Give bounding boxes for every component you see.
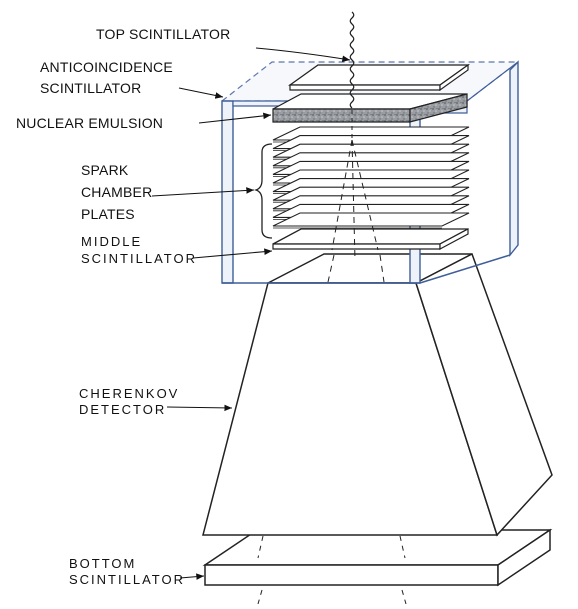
label-plates: PLATES: [81, 206, 135, 222]
label-spark: SPARK: [81, 162, 129, 178]
diagram-labels: TOP SCINTILLATOR ANTICOINCIDENCE SCINTIL…: [16, 26, 230, 587]
label-bottom-scintillator: SCINTILLATOR: [69, 572, 185, 587]
label-leaders: [151, 47, 351, 580]
label-chamber: CHAMBER: [81, 184, 152, 200]
label-detector: DETECTOR: [79, 402, 166, 417]
label-top-scintillator: TOP SCINTILLATOR: [96, 26, 230, 42]
label-anticoincidence: ANTICOINCIDENCE: [40, 59, 173, 75]
nuclear-emulsion-stack: [272, 93, 468, 123]
label-bottom: BOTTOM: [69, 556, 136, 571]
label-middle-scintillator: SCINTILLATOR: [81, 251, 197, 266]
middle-scintillator-plate: [272, 227, 469, 251]
spark-plates-bracket: [253, 143, 273, 239]
spark-chamber-plates: [272, 126, 470, 229]
particle-track: [327, 11, 385, 283]
bottom-scintillator-slab: [202, 528, 553, 605]
label-nuclear-emulsion: NUCLEAR EMULSION: [16, 115, 163, 131]
cherenkov-detector-body: [202, 252, 553, 537]
label-anticoincidence-scintillator: SCINTILLATOR: [40, 80, 141, 96]
label-cherenkov: CHERENKOV: [79, 386, 179, 401]
top-scintillator-plate: [287, 63, 471, 92]
label-middle: MIDDLE: [81, 234, 142, 249]
